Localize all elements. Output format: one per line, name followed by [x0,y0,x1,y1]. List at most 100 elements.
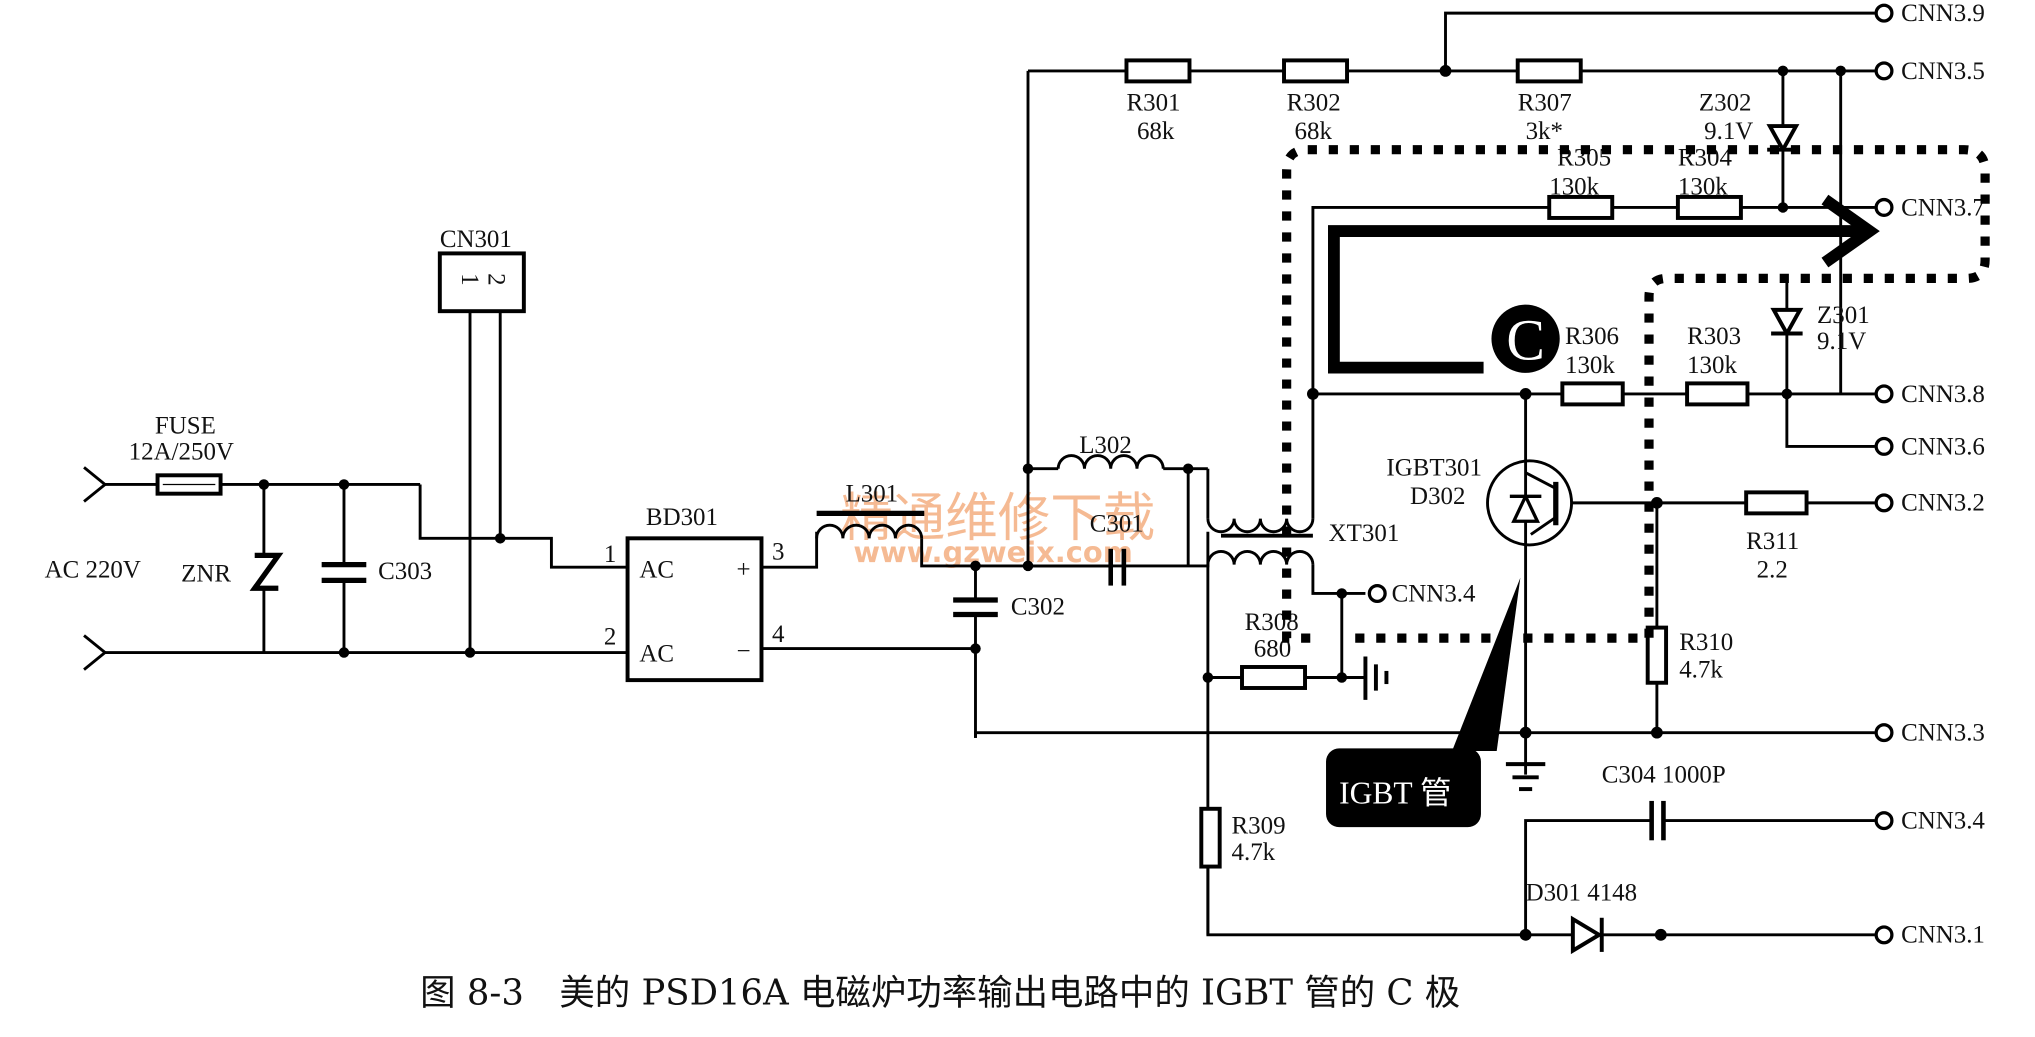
c303-label: C303 [378,558,432,585]
terminal-cnn34-a [1367,583,1387,603]
ac-source-label: AC 220V [45,557,141,584]
callout-pointer [1452,577,1521,752]
r306-value: 130k [1565,352,1615,379]
r310-name: R310 [1679,629,1733,656]
l301-label: L301 [846,481,899,508]
terminal-cnn32 [1874,493,1894,513]
z302-value: 9.1V [1704,118,1753,145]
zener-z301-icon [1770,307,1804,338]
igbt-callout-label: IGBT 管 [1339,776,1451,811]
z302-name: Z302 [1699,89,1752,116]
bd301-ac2: AC [639,641,674,668]
xt301-label: XT301 [1329,520,1400,547]
fuse-label: FUSE [155,412,216,439]
r302-value: 68k [1295,118,1333,145]
c301-label: C301 [1090,511,1144,538]
bd301-plus: + [737,557,751,584]
varistor-label: ZNR [181,561,231,588]
xt301-secondary-coil-icon [1206,550,1315,565]
xt301-primary-coil-icon [1206,518,1315,534]
highlight-overlay: C IGBT 管 [1282,145,1990,828]
z301-value: 9.1V [1817,328,1866,355]
cnn34-a-label: CNN3.4 [1392,580,1476,607]
bd301-pin4: 4 [772,621,785,648]
collector-c-letter: C [1506,310,1545,373]
resistor-r307 [1515,58,1583,84]
arrowhead-icon [1821,194,1880,268]
terminal-cnn31 [1874,925,1894,945]
ac-input-section: AC 220V FUSE 12A/250V ZNR C303 CN301 1 2 [45,226,628,671]
cnn35-label: CNN3.5 [1901,58,1985,85]
r310-value: 4.7k [1679,656,1723,683]
l301-coil-icon [815,523,924,539]
varistor-znr-icon [249,552,284,591]
r309-value: 4.7k [1232,839,1276,866]
figure-caption: 图 8-3 美的 PSD16A 电磁炉功率输出电路中的 IGBT 管的 C 极 [420,972,1460,1013]
r306-name: R306 [1565,323,1619,350]
fuse-rating: 12A/250V [129,439,234,466]
cn301-label: CN301 [440,226,512,253]
r311-value: 2.2 [1757,557,1788,584]
terminal-cnn37 [1874,197,1894,217]
cnn38-label: CNN3.8 [1901,381,1985,408]
cnn37-label: CNN3.7 [1901,194,1985,221]
r307-value: 3k* [1526,118,1563,145]
r301-name: R301 [1126,89,1180,116]
bd301-label: BD301 [646,504,718,531]
dotted-highlight-region [1282,145,1990,643]
resistor-r303 [1685,381,1750,407]
resistor-r306 [1560,381,1625,407]
resistor-r302 [1282,58,1350,84]
r305-value: 130k [1549,173,1599,200]
r304-value: 130k [1678,173,1728,200]
bd301-pin3: 3 [772,538,784,565]
resistor-r301 [1124,58,1192,84]
cn301-pin1: 1 [456,273,483,285]
bd301-minus: − [737,638,751,665]
resistor-r308 [1240,665,1307,690]
bd301-pin2: 2 [604,624,616,651]
collector-c-badge [1491,304,1560,373]
cnn31-label: CNN3.1 [1901,922,1985,949]
terminal-cnn33 [1874,723,1894,743]
ac-plug-top-icon [83,466,108,503]
ac-plug-bottom-icon [83,634,108,671]
l302-coil-icon [1056,454,1165,469]
l302-label: L302 [1079,432,1132,459]
diode-d301-icon [1570,915,1603,955]
terminal-cnn34-b [1874,811,1894,831]
connector-cn301 [437,251,526,314]
c304-label: C304 1000P [1602,762,1726,789]
cnn33-label: CNN3.3 [1901,720,1985,747]
diode-d302-icon [1511,492,1541,523]
terminal-cnn35 [1874,61,1894,81]
r311-name: R311 [1746,528,1799,555]
resistor-r309 [1199,806,1222,869]
z301-name: Z301 [1817,302,1870,329]
terminal-cnn36 [1874,436,1894,456]
r302-name: R302 [1287,89,1341,116]
resistor-r311 [1744,490,1809,516]
bd301-pin1: 1 [604,541,616,568]
cnn34-b-label: CNN3.4 [1901,807,1985,834]
terminal-cnn39 [1874,3,1894,23]
igbt-callout-box [1326,748,1481,828]
cnn38-branch: R306 130k R303 130k CNN3.8 Z301 9.1V CNN… [1306,278,1985,460]
cnn32-label: CNN3.2 [1901,490,1985,517]
current-path-arrow [1328,225,1865,374]
d302-name: D302 [1410,483,1465,510]
igbt301-section: IGBT301 D302 R311 2.2 CNN3.2 R310 4.7k C… [974,393,1985,955]
bd301-ac1: AC [639,557,674,584]
r307-name: R307 [1518,89,1572,116]
cnn36-label: CNN3.6 [1901,433,1985,460]
watermark-url: www.gzweix.com [853,535,1132,569]
cn301-pin2: 2 [482,273,509,285]
r301-value: 68k [1137,118,1175,145]
igbt301-name: IGBT301 [1386,454,1482,481]
r309-name: R309 [1232,813,1286,840]
zener-z302-icon [1766,124,1800,154]
watermark: 精通维修下载 www.gzweix.com [840,488,1155,569]
filter-section: L301 C302 L302 C301 XT301 [761,70,1573,937]
